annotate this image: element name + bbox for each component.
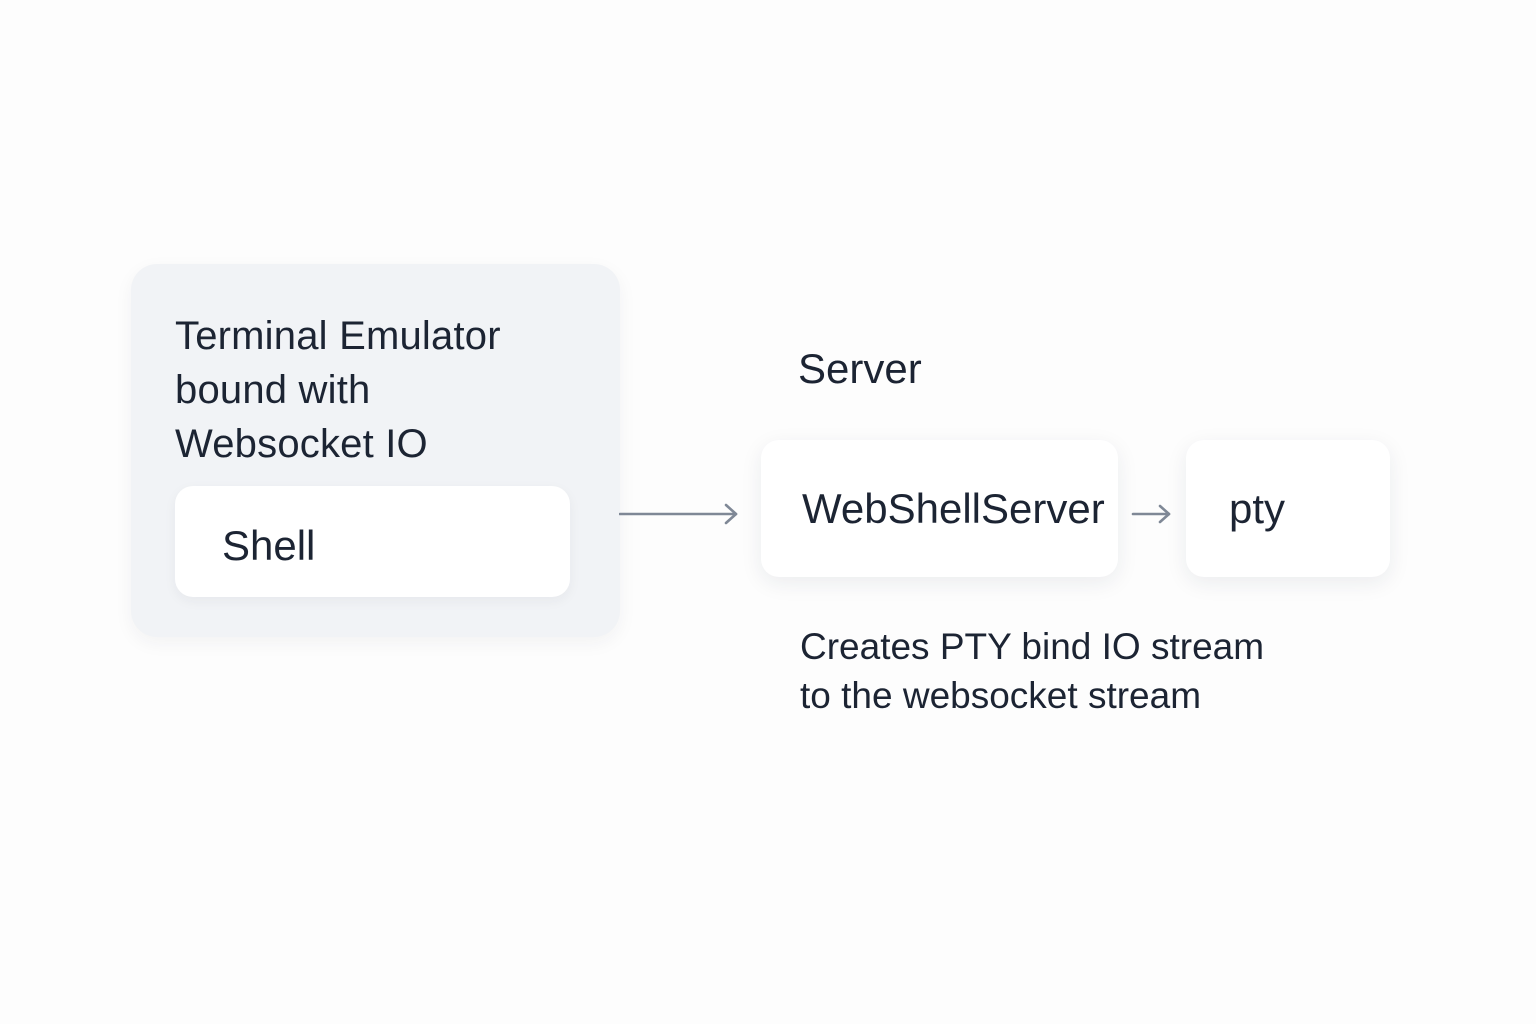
webshell-server-box: WebShellServer xyxy=(761,440,1118,577)
webshell-to-pty-arrow xyxy=(1131,504,1171,524)
client-panel: Terminal Emulator bound with Websocket I… xyxy=(131,264,620,637)
server-caption: Creates PTY bind IO stream to the websoc… xyxy=(800,626,1265,716)
client-to-server-arrow xyxy=(619,503,738,525)
webshell-server-label: WebShellServer xyxy=(802,485,1105,532)
client-title: Terminal Emulator bound with Websocket I… xyxy=(175,314,501,466)
pty-box: pty xyxy=(1186,440,1390,577)
shell-label: Shell xyxy=(222,522,316,569)
pty-label: pty xyxy=(1229,485,1286,532)
shell-box: Shell xyxy=(175,486,570,597)
server-title: Server xyxy=(798,345,922,392)
